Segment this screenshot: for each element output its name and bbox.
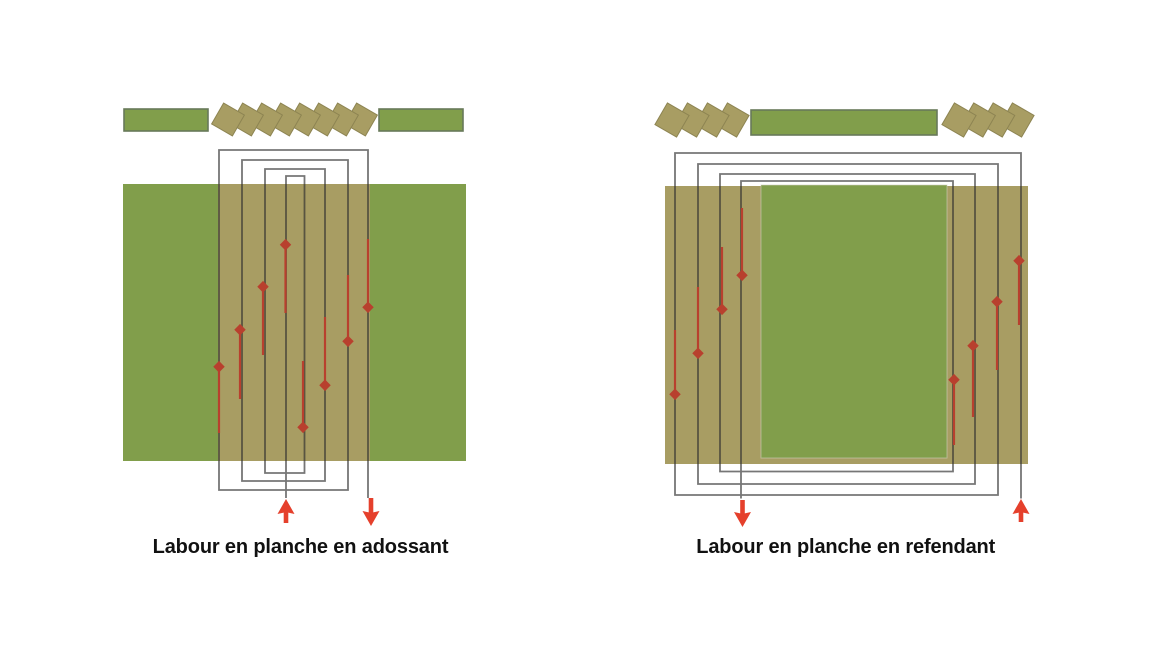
svg-text:Labour en planche en adossant: Labour en planche en adossant	[153, 536, 449, 558]
svg-text:Labour en planche en refendant: Labour en planche en refendant	[696, 536, 995, 558]
